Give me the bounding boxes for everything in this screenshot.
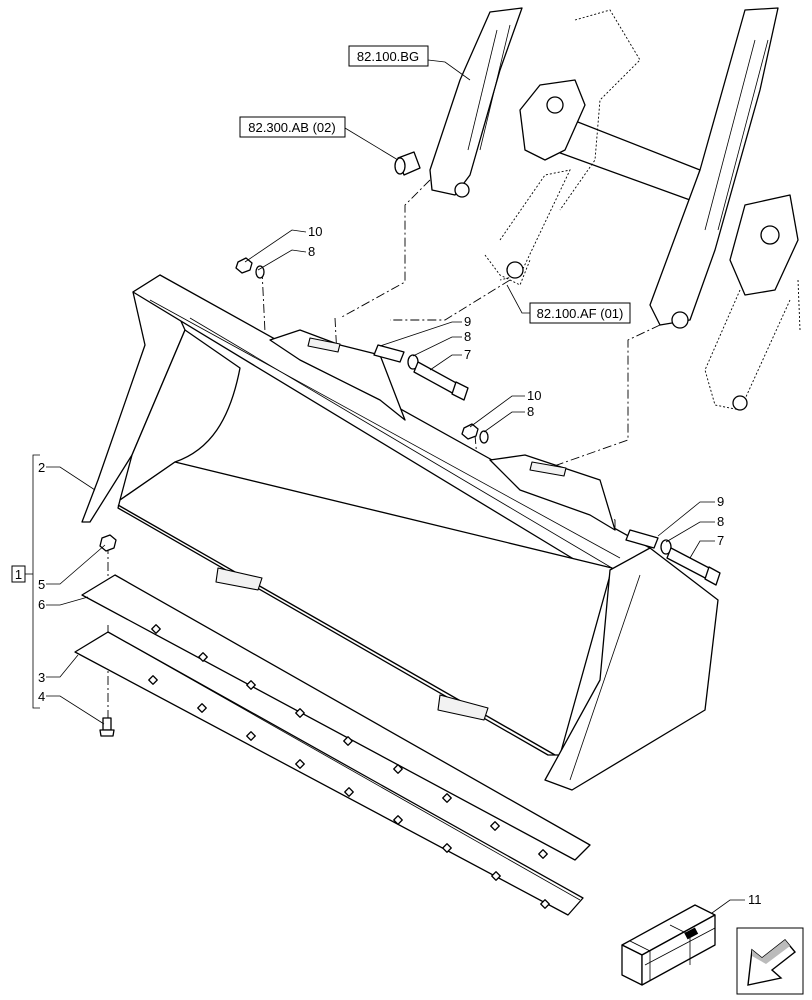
callout-6: 6 [38,597,45,612]
pin-9b [625,529,659,549]
washer-8a [255,265,265,279]
group-label-box: 1 [11,565,26,583]
callout-10-mid: 10 [527,388,541,403]
callout-11: 11 [748,892,762,907]
cutting-edges [74,574,591,916]
callout-8-lower: 8 [717,514,724,529]
callout-5: 5 [38,577,45,592]
loader-arms [394,7,801,411]
reference-82-100-bg[interactable]: 82.100.BG [348,45,429,67]
bolt-4 [102,717,112,731]
svg-text:82.100.AF (01): 82.100.AF (01) [537,306,624,321]
callout-9-lower: 9 [717,494,724,509]
callout-7-upper: 7 [464,347,471,362]
callout-3: 3 [38,670,45,685]
washer-8d [660,539,672,555]
callout-10-upper: 10 [308,224,322,239]
nut-5 [99,534,117,552]
kit-box-icon [621,904,716,986]
edge-bolt-holes [148,624,550,909]
callout-7-lower: 7 [717,533,724,548]
svg-text:82.300.AB (02): 82.300.AB (02) [248,120,335,135]
callout-4: 4 [38,689,45,704]
callout-8-mid2: 8 [527,404,534,419]
reference-82-300-ab[interactable]: 82.300.AB (02) [239,116,346,138]
svg-text:82.100.BG: 82.100.BG [357,49,419,64]
callout-9-upper: 9 [464,314,471,329]
nut-10b [461,423,479,440]
callout-2: 2 [38,460,45,475]
callout-numbers: 2 5 6 3 4 10 8 9 8 7 10 8 9 8 7 11 [38,224,762,907]
reference-82-100-af[interactable]: 82.100.AF (01) [529,302,631,324]
orientation-arrow-icon [736,927,804,995]
svg-text:1: 1 [15,567,22,582]
washer-8c [479,430,489,444]
callout-8-mid: 8 [464,329,471,344]
bucket [81,274,719,791]
fasteners [99,257,721,737]
nut-10a [235,257,253,274]
leader-lines [25,59,745,919]
pin-9a [373,344,405,363]
callout-8-upper: 8 [308,244,315,259]
